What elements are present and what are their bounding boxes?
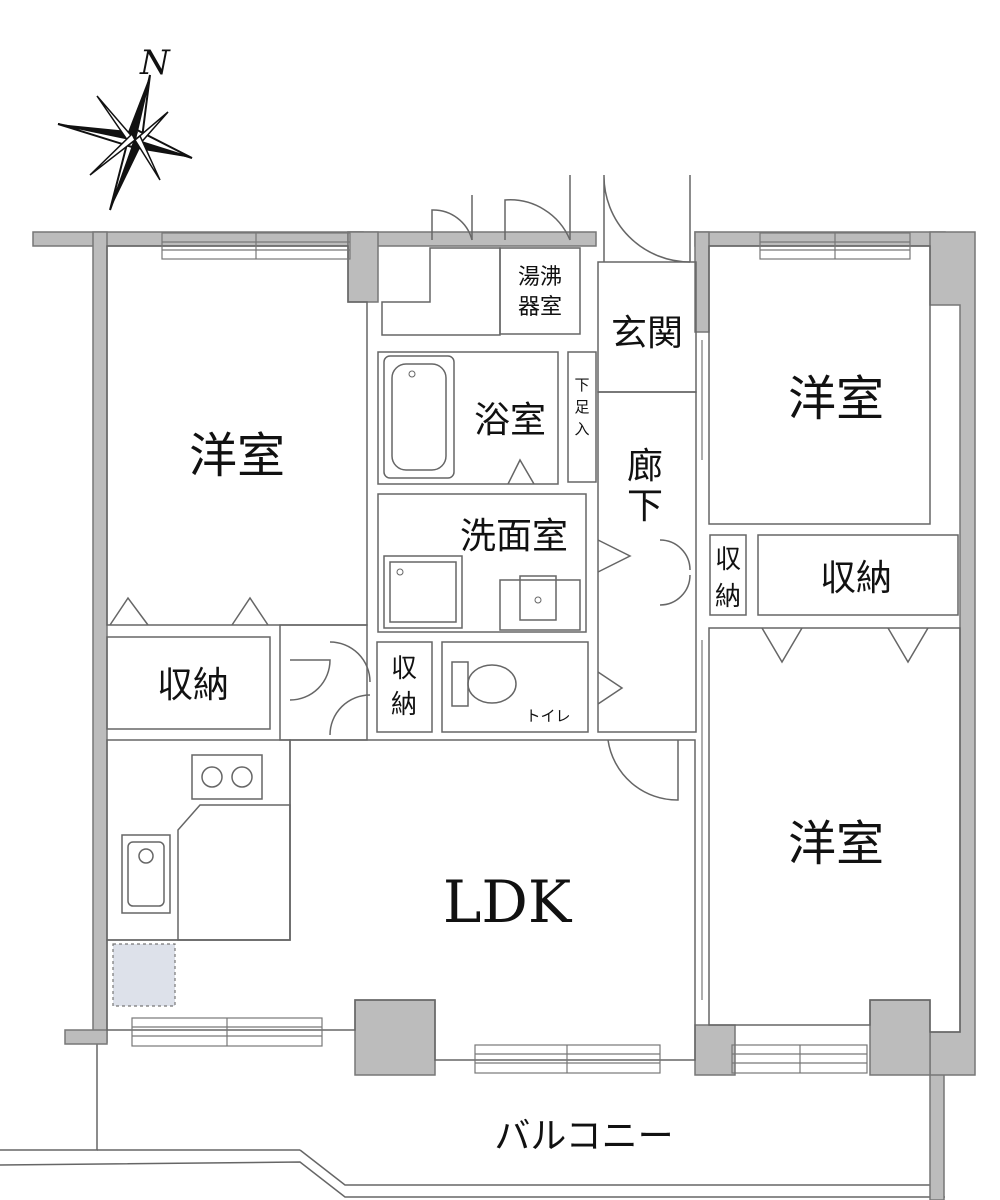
door-toilet <box>597 671 624 705</box>
label-toilet: トイレ <box>525 707 570 725</box>
door-bathroom <box>507 458 535 485</box>
compass-icon <box>57 74 193 211</box>
storage-mid <box>376 641 433 733</box>
label-entrance: 玄関 <box>611 313 683 354</box>
label-storage-mid-2: 納 <box>391 690 417 720</box>
storage-corridor <box>709 534 747 616</box>
door-water-heater <box>504 175 571 241</box>
balcony-area <box>0 1042 945 1200</box>
toilet <box>441 641 589 733</box>
western-room-bottom-right <box>708 627 961 1033</box>
window-top-left <box>161 232 351 260</box>
door-corridor-ldk <box>607 739 679 801</box>
label-storage-corridor-1: 収 <box>715 545 741 575</box>
label-western-room-bottom-right: 洋室 <box>788 816 884 872</box>
door-corridor-storage <box>659 539 691 606</box>
label-storage-mid-1: 収 <box>391 654 417 684</box>
label-storage-corridor-2: 納 <box>715 582 741 612</box>
label-bathroom: 浴室 <box>474 400 546 441</box>
window-top-right <box>759 232 911 260</box>
door-utility <box>431 195 473 241</box>
closet-doors-right <box>761 627 929 664</box>
door-hall-left <box>289 659 331 701</box>
closet-doors-left <box>109 596 269 626</box>
label-washroom: 洗面室 <box>460 516 568 557</box>
label-ldk: LDK <box>443 868 573 936</box>
hall-nook <box>279 624 368 741</box>
north-label: N <box>139 43 171 83</box>
shower-tray-icon <box>383 555 463 629</box>
storage-right <box>757 534 959 616</box>
window-bottom-ldk <box>474 1044 661 1074</box>
label-corridor-1: 廊 <box>627 446 663 487</box>
sink-icon <box>121 834 171 914</box>
label-western-room-left: 洋室 <box>189 428 285 484</box>
kitchen-peninsula <box>177 804 291 941</box>
door-entrance <box>603 174 691 263</box>
label-balcony: バルコニー <box>494 1116 673 1157</box>
water-heater-room <box>499 247 581 335</box>
bathtub-icon <box>383 355 455 479</box>
label-corridor-2: 下 <box>627 486 663 527</box>
stove-icon <box>191 754 263 800</box>
label-storage-left: 収納 <box>157 665 229 706</box>
label-shoe-storage-3: 入 <box>574 420 589 438</box>
label-shoe-storage-1: 下 <box>574 376 589 394</box>
corridor <box>597 391 697 733</box>
refrigerator-space <box>112 943 176 1007</box>
bathroom <box>377 351 559 485</box>
shoe-storage <box>567 351 597 483</box>
window-bottom-left <box>131 1017 323 1047</box>
label-storage-right: 収納 <box>820 558 892 599</box>
door-hall-right <box>329 641 371 736</box>
window-bottom-right <box>731 1044 868 1074</box>
label-shoe-storage-2: 足 <box>574 398 589 416</box>
western-room-left <box>106 245 368 626</box>
door-washroom <box>597 539 632 573</box>
toilet-icon <box>451 661 517 707</box>
utility-space <box>381 247 501 336</box>
storage-left <box>106 636 271 730</box>
washroom <box>377 493 587 633</box>
label-water-heater-1: 湯沸 <box>518 265 562 290</box>
washbasin-icon <box>499 575 581 631</box>
label-western-room-top-right: 洋室 <box>788 371 884 427</box>
label-water-heater-2: 器室 <box>518 295 562 320</box>
western-room-top-right <box>708 245 931 525</box>
